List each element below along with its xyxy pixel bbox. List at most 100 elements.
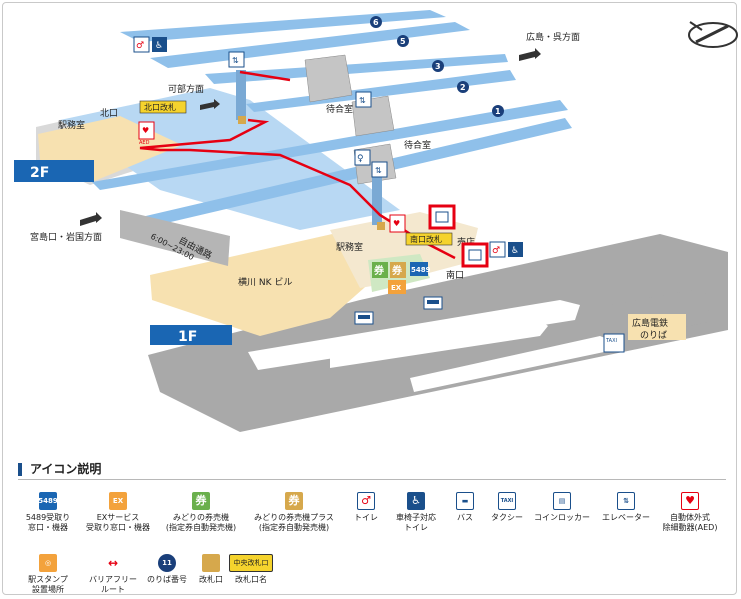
platform-3 xyxy=(205,54,508,84)
legend-aed: ♥ 自動体外式 除細動器(AED) xyxy=(662,492,718,532)
hiroden-label-bg xyxy=(628,314,686,340)
ex-icon: EX xyxy=(109,492,127,510)
floor-tag-2f: 2F xyxy=(30,165,49,181)
toilet-icon-3: ♂ xyxy=(489,241,506,258)
coin-locker-icon-2 xyxy=(461,242,489,268)
arrow-kabe xyxy=(200,99,220,110)
svg-text:♿: ♿ xyxy=(155,41,163,51)
wheelchair-icon: ♿ xyxy=(152,37,167,52)
road-island-2 xyxy=(330,320,548,368)
bus-icon: ▬ xyxy=(456,492,474,510)
platform-1 xyxy=(120,118,572,232)
platform-number-icon: 11 xyxy=(158,554,176,572)
arrow-hiroshima xyxy=(519,48,541,61)
label-station-office-s: 駅務室 xyxy=(336,241,363,253)
nk-building xyxy=(150,230,390,336)
track-2: 2 xyxy=(457,81,469,93)
station-map: 1F 2F 6 5 3 2 1 広島・呉方面 可部方面 宮島口・岩国方面 北口 … xyxy=(14,10,738,432)
svg-text:TAXI: TAXI xyxy=(605,338,617,344)
stairs-1 xyxy=(304,54,353,103)
elevator-icon-2: ⇅ xyxy=(355,91,372,108)
barrier-free-route-icon: ↔ xyxy=(107,556,119,570)
legend-taxi: TAXI タクシー xyxy=(486,492,528,523)
compass-icon xyxy=(688,21,738,48)
svg-text:♥: ♥ xyxy=(142,126,149,135)
taxi-icon: TAXI xyxy=(498,492,516,510)
elevator-icon: ⇅ xyxy=(228,51,245,68)
arrow-miyajima xyxy=(80,212,102,226)
stamp-icon: ◎ xyxy=(39,554,57,572)
ex-icon: EX xyxy=(388,280,406,294)
coin-locker-icon: ▤ xyxy=(553,492,571,510)
legend-coin-locker: ▤ コインロッカー xyxy=(530,492,594,523)
svg-text:♂: ♂ xyxy=(136,41,144,51)
label-south-exit: 南口 xyxy=(446,269,464,281)
label-hiroden-2: のりば xyxy=(640,330,667,341)
svg-text:♀: ♀ xyxy=(357,154,364,164)
toilet-icon: ♂ xyxy=(133,36,150,53)
label-miyajimaguchi: 宮島口・岩国方面 xyxy=(30,231,102,243)
legend-bus: ▬ バス xyxy=(447,492,483,523)
track-3: 3 xyxy=(432,60,444,72)
gate-icon xyxy=(238,116,385,230)
svg-text:♿: ♿ xyxy=(511,246,519,256)
aed-icon: ♥ xyxy=(681,492,699,510)
svg-text:3: 3 xyxy=(435,62,441,71)
elevator-shaft-2 xyxy=(372,175,382,225)
legend-toilet: ♂ トイレ xyxy=(354,492,378,522)
coin-locker-icon xyxy=(428,204,456,230)
svg-text:⇅: ⇅ xyxy=(375,166,382,175)
svg-text:5: 5 xyxy=(400,37,406,46)
svg-text:券: 券 xyxy=(373,264,385,277)
svg-text:♂: ♂ xyxy=(492,246,500,256)
svg-text:⇅: ⇅ xyxy=(359,96,366,105)
wheelchair-icon-2: ♿ xyxy=(508,242,523,257)
elevator-icon-3: ⇅ xyxy=(371,161,388,178)
svg-text:2: 2 xyxy=(460,83,466,92)
track-1: 1 xyxy=(492,105,504,117)
legend-platform-number: 11 のりば番号 xyxy=(143,554,191,585)
ticket-machine-plus-icon: 券 xyxy=(285,492,303,510)
elevator-icon: ⇅ xyxy=(617,492,635,510)
gate-name-tag: 中央改札口 xyxy=(229,554,273,572)
free-passage xyxy=(120,210,230,266)
track-5: 5 xyxy=(397,35,409,47)
svg-text:券: 券 xyxy=(391,264,403,277)
track-6: 6 xyxy=(370,16,382,28)
platform-north-lower xyxy=(92,100,568,190)
legend-title: アイコン説明 xyxy=(18,463,101,476)
south-gate-tag xyxy=(405,232,453,246)
ticket-machine-icon: 券 xyxy=(192,492,210,510)
svg-text:5489: 5489 xyxy=(411,266,431,274)
code-5489-icon: 5489 xyxy=(410,262,431,276)
svg-text:♥: ♥ xyxy=(393,219,400,228)
label-waiting-room-2: 待合室 xyxy=(404,139,431,151)
legend-5489: 5489 5489受取り 窓口・機器 xyxy=(18,492,78,533)
svg-text:1: 1 xyxy=(495,107,501,116)
label-south-gate: 南口改札 xyxy=(410,234,442,244)
aed-icon: ♥ AED xyxy=(138,121,155,146)
legend-wheelchair: ♿ 車椅子対応 トイレ xyxy=(396,492,436,532)
label-station-office-n: 駅務室 xyxy=(58,119,85,131)
gate-icon xyxy=(202,554,220,572)
svg-text:EX: EX xyxy=(391,284,402,292)
floor-tag-1f: 1F xyxy=(178,329,197,345)
wheelchair-icon: ♿ xyxy=(407,492,425,510)
toilet-icon-2: ♀ xyxy=(354,149,371,166)
label-hiroshima-kure: 広島・呉方面 xyxy=(526,31,580,43)
legend-stamp: ◎ 駅スタンプ 設置場所 xyxy=(18,554,78,595)
label-hiroden-1: 広島電鉄 xyxy=(632,317,668,329)
label-nk-building: 横川 NK ビル xyxy=(238,276,292,288)
legend-divider xyxy=(18,479,726,480)
taxi-icon: TAXI xyxy=(603,333,625,353)
legend-ticket-machine: 券 みどりの券売機 (指定券自動発売機) xyxy=(165,492,237,532)
legend-ticket-machine-plus: 券 みどりの券売機プラス (指定券自動発売機) xyxy=(254,492,334,532)
label-kabe: 可部方面 xyxy=(168,83,204,95)
code-5489-icon: 5489 xyxy=(38,492,58,510)
svg-text:6: 6 xyxy=(373,18,379,27)
aed-icon-2: ♥ xyxy=(389,214,406,233)
svg-text:AED: AED xyxy=(139,140,150,146)
bus-icon xyxy=(354,311,374,325)
legend-barrier-free: ↔ バリアフリー ルート xyxy=(89,556,137,594)
